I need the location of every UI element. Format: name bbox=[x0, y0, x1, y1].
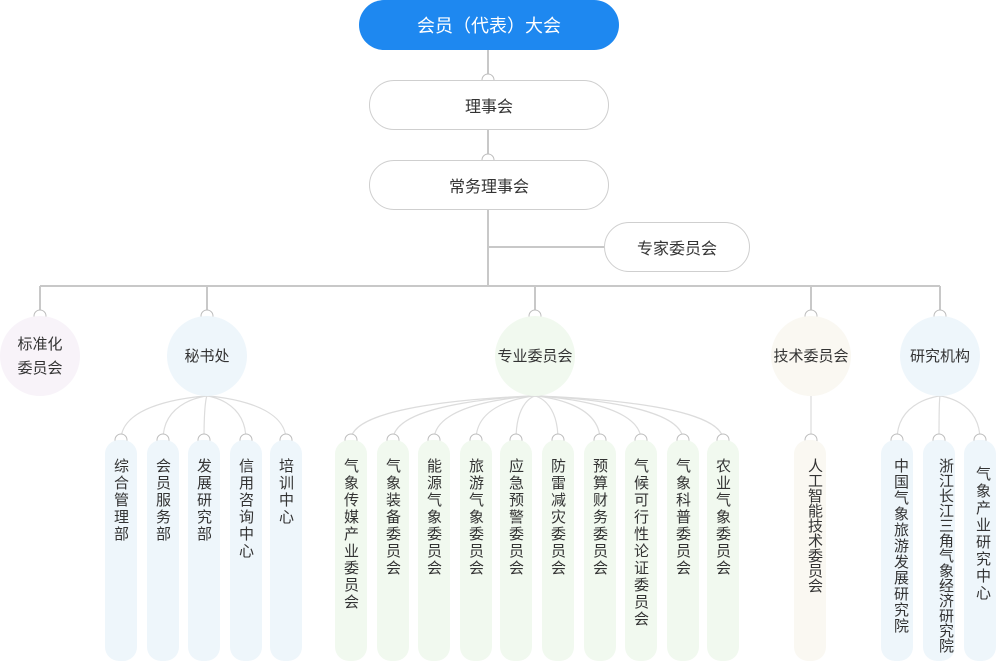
general-assembly-node[interactable]: 会员（代表）大会 bbox=[359, 0, 619, 50]
dept-label: 会员服务部 bbox=[154, 458, 172, 543]
branch-research-institutes-label: 研究机构 bbox=[909, 347, 970, 365]
dept-column[interactable]: 会员服务部 bbox=[147, 440, 179, 661]
fan-connector bbox=[515, 395, 536, 441]
dept-label: 培训中心 bbox=[277, 458, 295, 526]
fan-connector bbox=[203, 395, 208, 441]
expert-committee-node[interactable]: 专家委员会 bbox=[604, 222, 750, 272]
committee-label: 应急预警委员会 bbox=[507, 458, 525, 577]
committee-label: 气象装备委员会 bbox=[384, 458, 402, 577]
institute-label: 中国气象旅游发展研究院 bbox=[892, 458, 910, 634]
committee-column[interactable]: 应急预警委员会 bbox=[500, 440, 532, 661]
committee-label: 农业气象委员会 bbox=[714, 458, 732, 577]
dept-column[interactable]: 发展研究部 bbox=[188, 440, 220, 661]
dept-label: 综合管理部 bbox=[112, 458, 130, 543]
committee-column[interactable]: 预算财务委员会 bbox=[584, 440, 616, 661]
committee-column[interactable]: 能源气象委员会 bbox=[418, 440, 450, 661]
dept-column[interactable]: 培训中心 bbox=[270, 440, 302, 661]
tech-committee-label: 人工智能技术委员会 bbox=[806, 458, 824, 593]
label-line: 标准化 bbox=[17, 335, 63, 353]
committee-column[interactable]: 气象传媒产业委员会 bbox=[335, 440, 367, 661]
dept-column[interactable]: 综合管理部 bbox=[105, 440, 137, 661]
fan-connector bbox=[206, 395, 287, 441]
branch-secretariat[interactable]: 秘书处 bbox=[167, 316, 247, 396]
dept-column[interactable]: 信用咨询中心 bbox=[230, 440, 262, 661]
branch-professional-committees-label: 专业委员会 bbox=[497, 347, 573, 365]
label-line: 委员会 bbox=[17, 359, 63, 377]
fan-connector bbox=[162, 395, 208, 441]
fan-connector bbox=[206, 395, 247, 441]
committee-label: 气候可行性论证委员会 bbox=[632, 458, 650, 628]
committee-column[interactable]: 农业气象委员会 bbox=[707, 440, 739, 661]
committee-column[interactable]: 气候可行性论证委员会 bbox=[625, 440, 657, 661]
branch-secretariat-label: 秘书处 bbox=[184, 347, 230, 365]
tech-committee-column[interactable]: 人工智能技术委员会 bbox=[794, 440, 826, 661]
committee-column[interactable]: 旅游气象委员会 bbox=[460, 440, 492, 661]
committee-label: 气象传媒产业委员会 bbox=[342, 458, 360, 611]
standing-council-label: 常务理事会 bbox=[448, 177, 529, 196]
institute-label: 浙江长江三角气象经济研究院 bbox=[937, 458, 955, 653]
fan-connector bbox=[392, 395, 536, 441]
branch-technical-committee[interactable]: 技术委员会 bbox=[771, 316, 851, 396]
dept-label: 信用咨询中心 bbox=[237, 458, 255, 560]
branch-standardization-label: 标准化 委员会 bbox=[17, 332, 62, 380]
committee-label: 旅游气象委员会 bbox=[467, 458, 485, 577]
institute-column[interactable]: 气象产业研究中心 bbox=[964, 440, 996, 661]
committee-label: 气象科普委员会 bbox=[674, 458, 692, 577]
branch-professional-committees[interactable]: 专业委员会 bbox=[495, 316, 575, 396]
fan-connector bbox=[939, 395, 981, 441]
committee-label: 防雷减灾委员会 bbox=[549, 458, 567, 577]
institute-column[interactable]: 浙江长江三角气象经济研究院 bbox=[923, 440, 955, 661]
fan-connector bbox=[938, 395, 941, 441]
committee-label: 能源气象委员会 bbox=[425, 458, 443, 577]
committee-column[interactable]: 气象科普委员会 bbox=[667, 440, 699, 661]
fan-connector bbox=[534, 395, 724, 441]
fan-connector bbox=[534, 395, 601, 441]
council-label: 理事会 bbox=[464, 97, 513, 116]
fan-connector bbox=[896, 395, 941, 441]
dept-label: 发展研究部 bbox=[195, 458, 213, 543]
committee-column[interactable]: 防雷减灾委员会 bbox=[542, 440, 574, 661]
branch-technical-committee-label: 技术委员会 bbox=[773, 347, 849, 365]
committee-column[interactable]: 气象装备委员会 bbox=[377, 440, 409, 661]
branch-standardization[interactable]: 标准化 委员会 bbox=[0, 316, 80, 396]
standing-council-node[interactable]: 常务理事会 bbox=[369, 160, 609, 210]
committee-label: 预算财务委员会 bbox=[591, 458, 609, 577]
council-node[interactable]: 理事会 bbox=[369, 80, 609, 130]
general-assembly-label: 会员（代表）大会 bbox=[417, 16, 561, 37]
expert-committee-label: 专家委员会 bbox=[636, 239, 717, 258]
institute-label: 气象产业研究中心 bbox=[974, 466, 992, 602]
institute-column[interactable]: 中国气象旅游发展研究院 bbox=[881, 440, 913, 661]
branch-research-institutes[interactable]: 研究机构 bbox=[900, 316, 980, 396]
fan-connector bbox=[534, 395, 559, 441]
